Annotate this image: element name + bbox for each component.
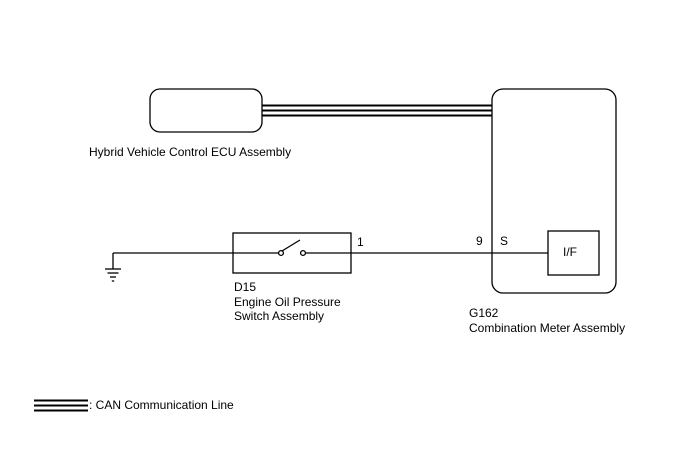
switch-name-line2: Switch Assembly: [234, 309, 325, 323]
interface-label: I/F: [563, 245, 577, 259]
legend-can-line-icon: [34, 399, 88, 412]
switch-pin-number: 1: [357, 235, 364, 249]
ecu-box: [149, 88, 263, 133]
meter-pin-number: 9: [476, 234, 483, 248]
switch-name-line1: Engine Oil Pressure: [234, 295, 341, 309]
combination-meter-box: [491, 88, 617, 294]
meter-pin-name: S: [500, 234, 509, 248]
legend-can-line-label: : CAN Communication Line: [89, 398, 234, 412]
can-communication-line: [262, 104, 492, 117]
ground-icon: [105, 253, 121, 282]
switch-code-label: D15: [234, 280, 257, 294]
switch-contact-icon: [233, 239, 351, 257]
meter-name-label: Combination Meter Assembly: [469, 321, 626, 335]
ecu-label: Hybrid Vehicle Control ECU Assembly: [89, 145, 292, 159]
meter-code-label: G162: [469, 306, 499, 320]
